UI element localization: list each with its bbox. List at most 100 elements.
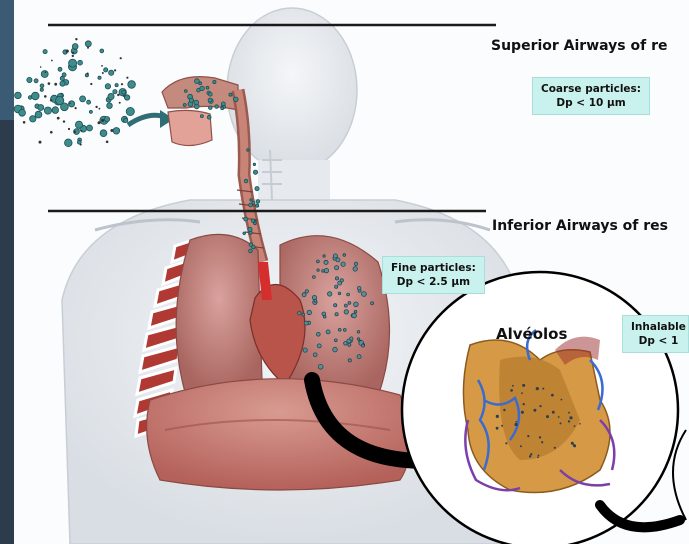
particle-dot <box>208 98 212 102</box>
particle-dot <box>87 100 91 104</box>
particle-dot <box>354 262 357 265</box>
particle-dot <box>344 304 347 307</box>
particle-dot <box>44 95 47 98</box>
particle-dot <box>561 399 563 401</box>
particle-dot <box>89 110 92 113</box>
inhalable-particles-badge: Inhalable Dp < 1 <box>622 315 689 353</box>
particle-dot <box>108 93 114 99</box>
particle-dot <box>338 281 342 285</box>
particle-dot <box>50 131 53 134</box>
particle-dot <box>357 286 361 290</box>
particle-dot <box>302 313 305 316</box>
particle-dot <box>43 50 47 54</box>
particle-dot <box>323 315 326 318</box>
particle-dot <box>527 435 529 437</box>
particle-dot <box>335 313 338 316</box>
particle-dot <box>100 49 104 53</box>
particle-dot <box>343 329 346 332</box>
particle-dot <box>184 90 187 93</box>
particle-dot <box>115 84 118 87</box>
particle-dot <box>317 344 321 348</box>
particle-dot <box>579 423 581 425</box>
particle-dot <box>80 144 82 146</box>
particle-dot <box>341 262 345 266</box>
inhalable-particles-label: Inhalable <box>631 320 686 334</box>
particle-dot <box>38 105 44 111</box>
particle-dot <box>353 267 357 271</box>
particle-dot <box>521 411 524 414</box>
particle-dot <box>120 57 122 59</box>
particle-dot <box>113 90 117 94</box>
particle-dot <box>573 444 576 447</box>
particle-dot <box>72 55 74 57</box>
particle-dot <box>496 415 499 418</box>
particle-dot <box>333 254 337 258</box>
particle-dot <box>40 66 42 68</box>
particle-dot <box>194 100 199 105</box>
particle-dot <box>69 103 71 105</box>
particle-dot <box>101 65 103 67</box>
particle-dot <box>536 387 539 390</box>
particle-dot <box>243 232 246 235</box>
particle-dot <box>317 269 319 271</box>
particle-dot <box>90 83 92 85</box>
particle-dot <box>316 332 320 336</box>
particle-dot <box>19 109 26 116</box>
particle-dot <box>104 68 108 72</box>
particle-dot <box>80 96 86 102</box>
particle-dot <box>54 83 57 86</box>
particle-cloud <box>14 38 135 147</box>
particle-dot <box>334 339 337 342</box>
particle-dot <box>85 41 91 47</box>
alveoli-label: Alvéolos <box>496 325 567 343</box>
particle-dot <box>87 125 93 131</box>
particle-dot <box>354 310 357 313</box>
particle-dot <box>27 77 32 82</box>
particle-dot <box>256 200 260 204</box>
particle-dot <box>109 70 114 75</box>
particle-dot <box>249 249 253 253</box>
particle-dot <box>357 331 360 334</box>
particle-dot <box>30 116 36 122</box>
particle-dot <box>318 364 323 369</box>
particle-dot <box>234 97 239 102</box>
particle-dot <box>66 50 69 53</box>
particle-dot <box>314 299 317 302</box>
particle-dot <box>551 394 554 397</box>
particle-dot <box>323 255 325 257</box>
particle-dot <box>44 107 51 114</box>
particle-dot <box>75 121 82 128</box>
particle-dot <box>344 342 348 346</box>
particle-dot <box>568 412 570 414</box>
particle-dot <box>98 121 101 124</box>
particle-dot <box>119 102 121 104</box>
particle-dot <box>253 170 257 174</box>
particle-dot <box>249 243 253 247</box>
particle-dot <box>542 388 544 390</box>
particle-dot <box>62 73 66 77</box>
fine-particles-size: Dp < 2.5 µm <box>391 275 476 289</box>
particle-dot <box>357 338 359 340</box>
particle-dot <box>72 52 74 54</box>
particle-dot <box>530 453 532 455</box>
coarse-particles-size: Dp < 10 µm <box>541 96 641 110</box>
particle-dot <box>512 385 514 387</box>
particle-dot <box>200 115 203 118</box>
particle-dot <box>313 353 317 357</box>
particle-dot <box>554 447 556 449</box>
particle-dot <box>328 292 332 296</box>
particle-dot <box>114 69 116 71</box>
coarse-particles-badge: Coarse particles: Dp < 10 µm <box>532 77 650 115</box>
particle-dot <box>348 302 351 305</box>
inhalable-particles-size: Dp < 1 <box>631 334 686 348</box>
particle-dot <box>256 204 259 207</box>
particle-dot <box>107 103 113 109</box>
particle-dot <box>56 96 64 104</box>
particle-dot <box>123 95 125 97</box>
particle-dot <box>541 441 543 443</box>
particle-dot <box>32 92 40 100</box>
particle-dot <box>128 81 136 89</box>
particle-dot <box>183 104 186 107</box>
particle-dot <box>522 384 525 387</box>
particle-dot <box>568 420 570 422</box>
